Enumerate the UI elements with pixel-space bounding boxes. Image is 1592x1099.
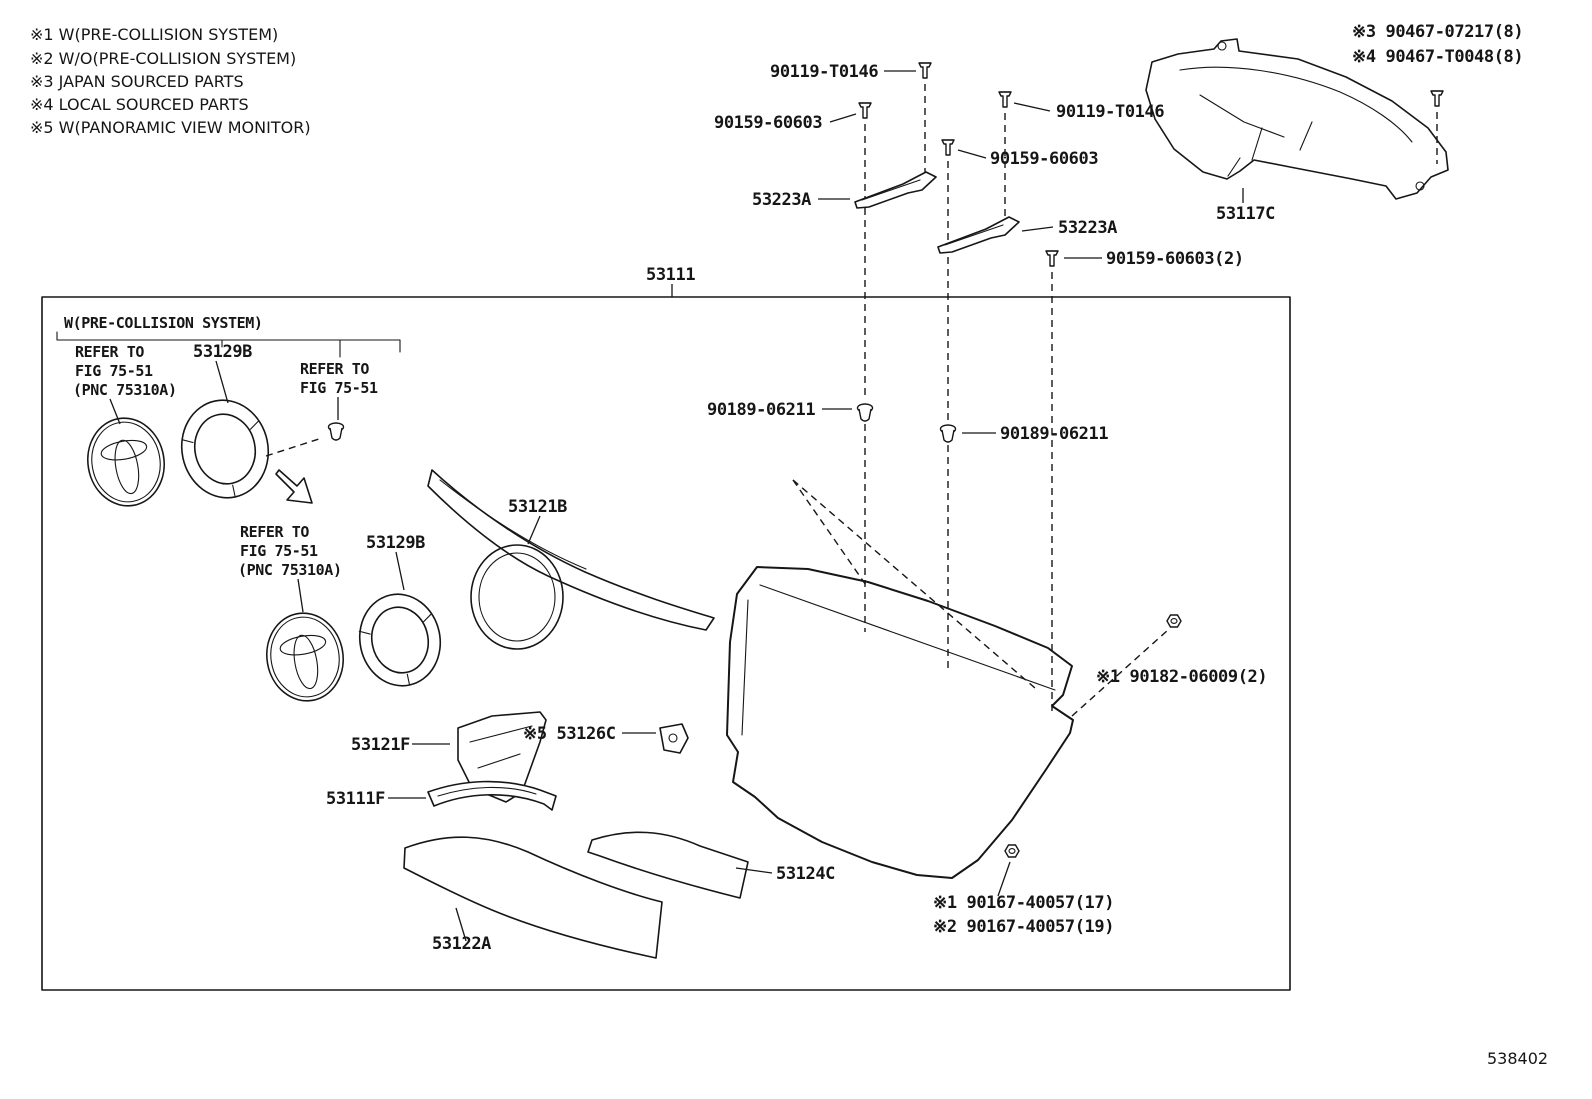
screw-icon-90159-b: [941, 139, 955, 156]
label-90159-60603-b: 90159-60603: [990, 149, 1098, 169]
legend-item-5: ※5 W(PANORAMIC VIEW MONITOR): [30, 118, 311, 137]
label-90119-t0146-a: 90119-T0146: [770, 62, 878, 82]
refer-c-line-3: (PNC 75310A): [238, 561, 342, 579]
nut-icon-90182: [1166, 614, 1182, 628]
label-53122a: 53122A: [432, 934, 491, 954]
corner-notes: ※3 90467-07217(8) ※4 90467-T0048(8): [1352, 22, 1524, 67]
refer-b-line-1: REFER TO: [300, 360, 369, 378]
pre-collision-inset-box: [41, 296, 1291, 991]
moulding-53121b-drawing: [427, 469, 715, 650]
refer-a-line-2: FIG 75-51: [75, 362, 153, 380]
emblem-drawing-a: [87, 417, 165, 507]
refer-a-line-3: (PNC 75310A): [73, 381, 177, 399]
refer-b-line-2: FIG 75-51: [300, 379, 378, 397]
underbody-cover-53117c-drawing: [1145, 38, 1449, 203]
legend: ※1 W(PRE-COLLISION SYSTEM) ※2 W/O(PRE-CO…: [30, 25, 311, 137]
clip-icon-90189-b: [939, 424, 957, 443]
label-90159-60603-a: 90159-60603: [714, 113, 822, 133]
screw-icon-90159-c: [1045, 250, 1059, 267]
grille-53111-drawing: [726, 566, 1074, 879]
label-90189-06211-b: 90189-06211: [1000, 424, 1108, 444]
refer-note-a: REFER TO FIG 75-51 (PNC 75310A): [73, 343, 177, 399]
clip-53126c-drawing: [659, 723, 689, 754]
legend-item-2: ※2 W/O(PRE-COLLISION SYSTEM): [30, 49, 296, 68]
legend-item-4: ※4 LOCAL SOURCED PARTS: [30, 95, 249, 114]
clip-icon-90189-a: [856, 403, 874, 422]
label-90167-40057-17: ※1 90167-40057(17): [933, 893, 1114, 913]
bracket-53223a-a-drawing: [854, 171, 937, 209]
label-53129b-b: 53129B: [366, 533, 425, 553]
label-90189-06211-a: 90189-06211: [707, 400, 815, 420]
label-90182-06009: ※1 90182-06009(2): [1096, 667, 1267, 687]
ring-drawing-a: [180, 399, 270, 499]
refer-note-b: REFER TO FIG 75-51: [300, 360, 378, 397]
clip-icon-small: [327, 422, 345, 441]
refer-c-line-2: FIG 75-51: [240, 542, 318, 560]
label-53121f: 53121F: [351, 735, 410, 755]
label-53126c: ※5 53126C: [523, 724, 616, 744]
ring-drawing-b: [358, 593, 442, 687]
label-53223a-b: 53223A: [1058, 218, 1117, 238]
label-53129b-a: 53129B: [193, 342, 252, 362]
screw-icon-90467: [1430, 90, 1444, 107]
moulding-53111f-drawing: [427, 780, 557, 811]
label-53117c: 53117C: [1216, 204, 1275, 224]
label-90119-t0146-b: 90119-T0146: [1056, 102, 1164, 122]
figure-code: 538402: [1487, 1049, 1548, 1068]
screw-icon-90159-a: [858, 102, 872, 119]
grille-53122a-drawing: [403, 836, 663, 959]
label-90159-60603-2: 90159-60603(2): [1106, 249, 1244, 269]
moulding-53124c-drawing: [587, 831, 749, 899]
refer-c-line-1: REFER TO: [240, 523, 309, 541]
screw-icon-90119-a: [918, 62, 932, 79]
bracket-53121f-drawing: [457, 711, 547, 803]
legend-item-1: ※1 W(PRE-COLLISION SYSTEM): [30, 25, 278, 44]
emblem-drawing-b: [266, 612, 344, 702]
label-90167-40057-19: ※2 90167-40057(19): [933, 917, 1114, 937]
screw-icon-90119-b: [998, 91, 1012, 108]
label-53223a-a: 53223A: [752, 190, 811, 210]
nut-icon-90167: [1004, 844, 1020, 858]
inset-bracket-lines: [56, 331, 401, 358]
refer-note-c: REFER TO FIG 75-51 (PNC 75310A): [238, 523, 342, 579]
bracket-53223a-b-drawing: [937, 216, 1020, 254]
leader-lines: [109, 70, 1102, 942]
label-53111f: 53111F: [326, 789, 385, 809]
refer-a-line-1: REFER TO: [75, 343, 144, 361]
dashed-assembly-lines: [265, 84, 1169, 717]
corner-note-1: ※3 90467-07217(8): [1352, 22, 1523, 42]
label-53121b: 53121B: [508, 497, 567, 517]
label-53124c: 53124C: [776, 864, 835, 884]
arrow-icon: [275, 469, 313, 504]
legend-item-3: ※3 JAPAN SOURCED PARTS: [30, 72, 244, 91]
label-53111: 53111: [646, 265, 695, 285]
inset-title: W(PRE-COLLISION SYSTEM): [64, 314, 263, 332]
corner-note-2: ※4 90467-T0048(8): [1352, 47, 1523, 67]
part-labels: 90119-T0146 90159-60603 90119-T0146 9015…: [193, 62, 1275, 954]
